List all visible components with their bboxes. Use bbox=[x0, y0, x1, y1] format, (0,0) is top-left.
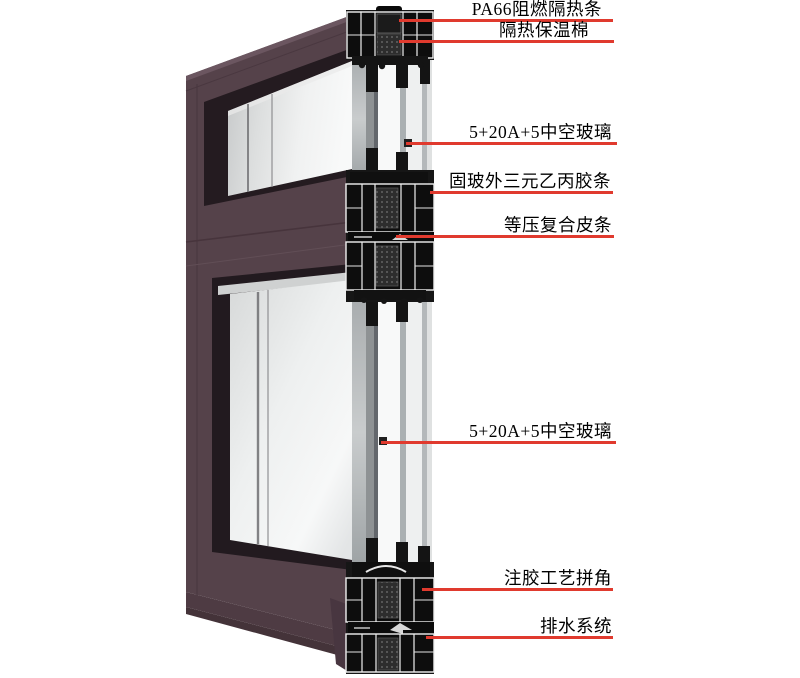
leader-line bbox=[381, 441, 616, 444]
pressure-strip bbox=[348, 232, 434, 242]
glue-corner-joint bbox=[352, 562, 430, 577]
lower-glass bbox=[230, 280, 352, 560]
leader-line bbox=[430, 191, 613, 194]
leader-line bbox=[422, 588, 613, 591]
label-pa66-strip: PA66阻燃隔热条 bbox=[471, 0, 602, 19]
insulation-cotton bbox=[376, 33, 402, 56]
upper-glass bbox=[228, 61, 352, 196]
label-glass-lower: 5+20A+5中空玻璃 bbox=[469, 420, 612, 441]
label-glass-upper: 5+20A+5中空玻璃 bbox=[469, 121, 612, 142]
label-glue-corner: 注胶工艺拼角 bbox=[504, 567, 612, 588]
drainage-channel bbox=[348, 622, 434, 634]
label-drainage: 排水系统 bbox=[540, 615, 612, 636]
lower-window bbox=[212, 264, 352, 570]
leader-line bbox=[396, 235, 614, 238]
label-insulation-cotton: 隔热保温棉 bbox=[499, 19, 589, 40]
leader-line bbox=[399, 40, 614, 43]
pa66-thermal-break bbox=[376, 13, 402, 34]
leader-line bbox=[406, 142, 617, 145]
leader-line bbox=[399, 19, 613, 22]
glass-cut-lower bbox=[352, 300, 432, 565]
profile-section-bottom bbox=[345, 562, 435, 674]
upper-window bbox=[204, 48, 352, 206]
label-pressure-strip: 等压复合皮条 bbox=[504, 214, 612, 235]
label-epdm-gasket: 固玻外三元乙丙胶条 bbox=[449, 170, 611, 191]
glass-cut-upper bbox=[352, 58, 432, 180]
leader-line bbox=[426, 636, 613, 639]
profile-section-top bbox=[346, 6, 434, 70]
